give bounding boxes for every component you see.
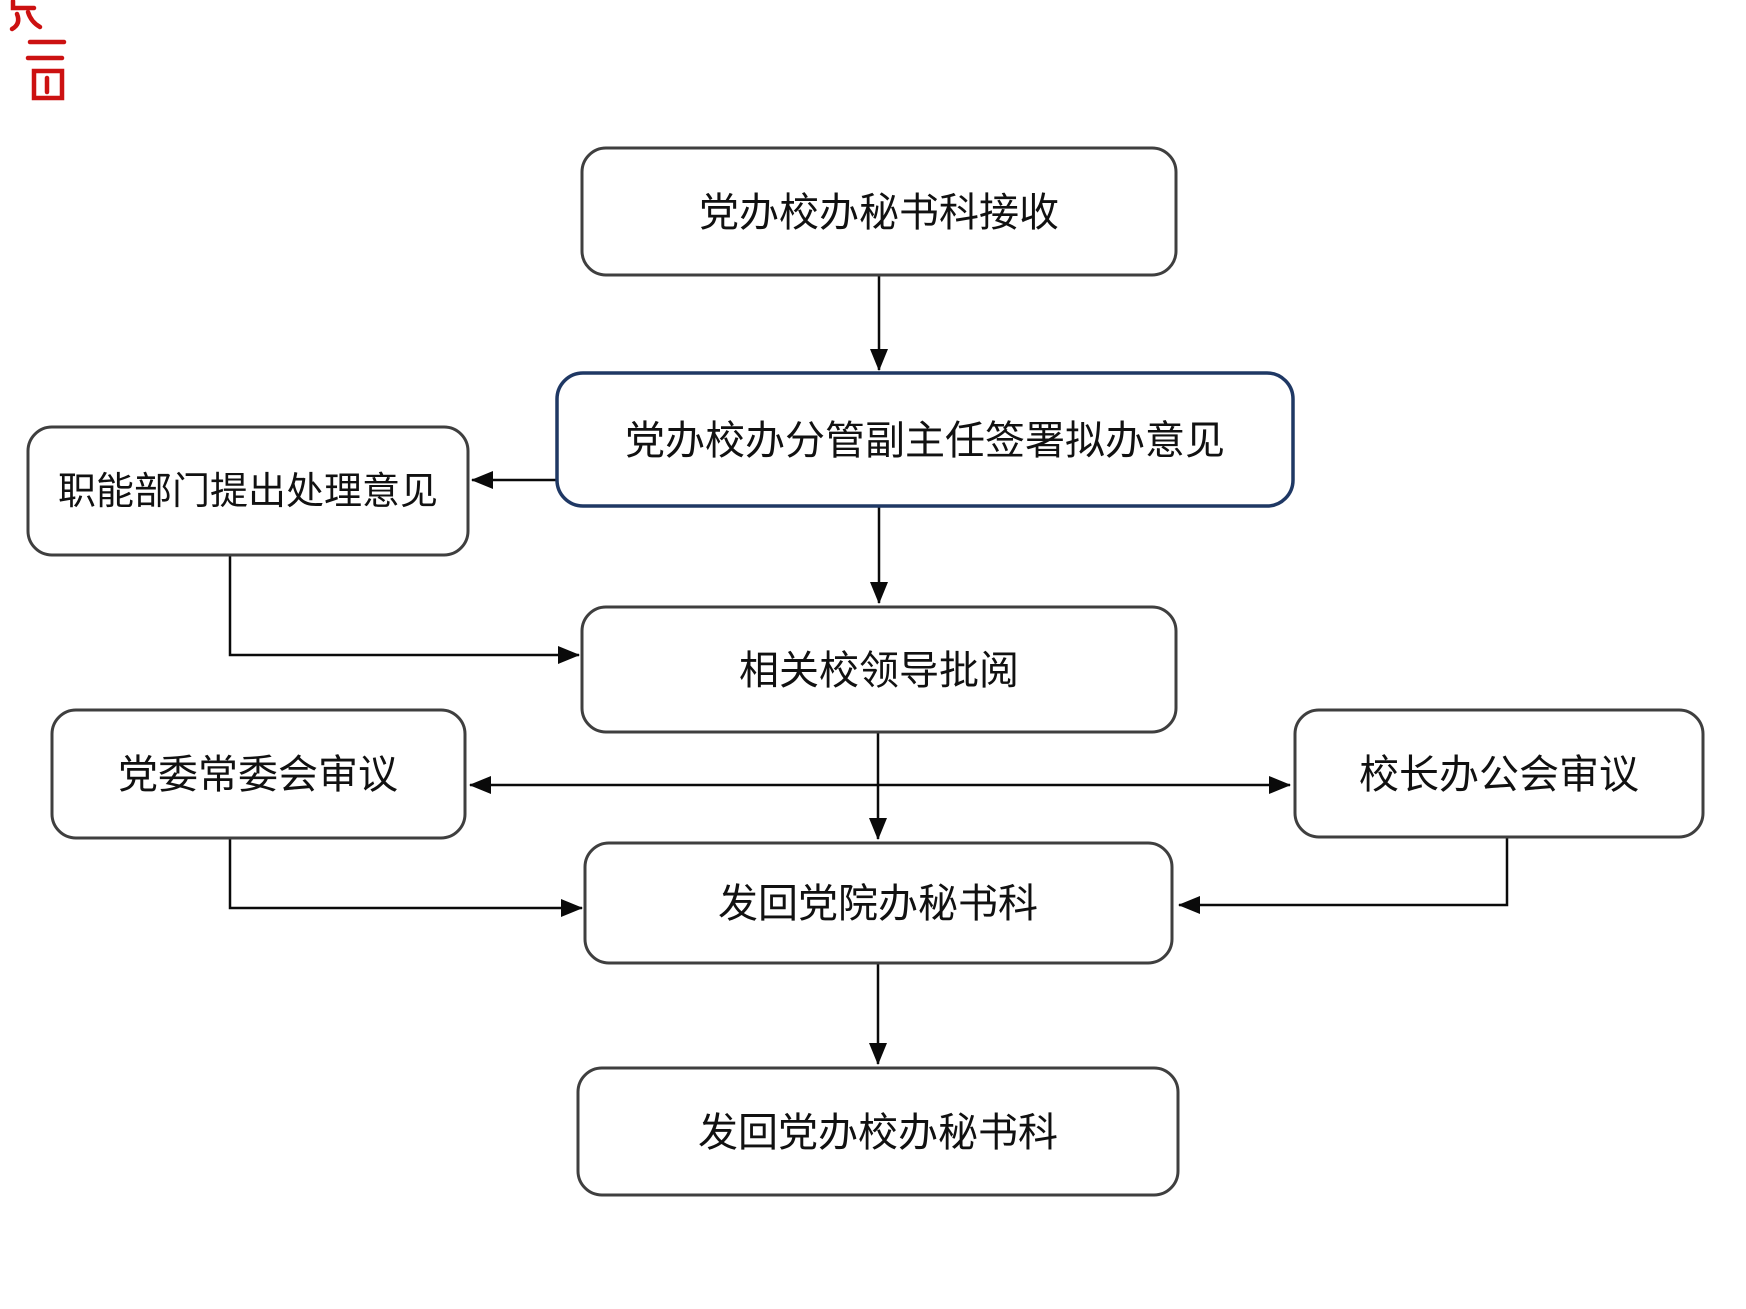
node-box xyxy=(1293,708,1705,839)
node-box-highlighted xyxy=(555,371,1295,508)
edge-functional-to-leaders xyxy=(228,555,580,664)
edge-president-meeting-to-return xyxy=(1178,837,1509,914)
node-box xyxy=(583,841,1174,965)
node-deputy-director-sign: 党办校办分管副主任签署拟办意见 xyxy=(555,371,1295,508)
node-label: 党办校办分管副主任签署拟办意见 xyxy=(625,418,1225,464)
node-box xyxy=(26,425,470,557)
node-functional-dept-opinion: 职能部门提出处理意见 xyxy=(26,425,470,557)
node-label: 相关校领导批阅 xyxy=(739,648,1019,694)
node-return-party-office: 发回党院办秘书科 xyxy=(583,841,1174,965)
node-box xyxy=(576,1066,1180,1197)
node-label: 发回党院办秘书科 xyxy=(718,881,1038,927)
node-label: 职能部门提出处理意见 xyxy=(58,469,438,513)
node-label: 校长办公会审议 xyxy=(1359,752,1639,798)
node-return-secretary-section: 发回党办校办秘书科 xyxy=(576,1066,1180,1197)
node-receive: 党办校办秘书科接收 xyxy=(580,146,1178,277)
node-label: 党委常委会审议 xyxy=(118,752,398,798)
node-school-leaders-review: 相关校领导批阅 xyxy=(580,605,1178,734)
node-box xyxy=(580,146,1178,277)
node-label: 发回党办校办秘书科 xyxy=(698,1110,1058,1156)
node-party-standing-committee: 党委常委会审议 xyxy=(50,708,467,840)
node-president-office-meeting: 校长办公会审议 xyxy=(1293,708,1705,839)
node-box xyxy=(50,708,467,840)
node-label: 党办校办秘书科接收 xyxy=(699,190,1059,236)
node-box xyxy=(580,605,1178,734)
watermark-red-fragment xyxy=(9,0,67,101)
edge-party-committee-to-return xyxy=(228,838,583,917)
